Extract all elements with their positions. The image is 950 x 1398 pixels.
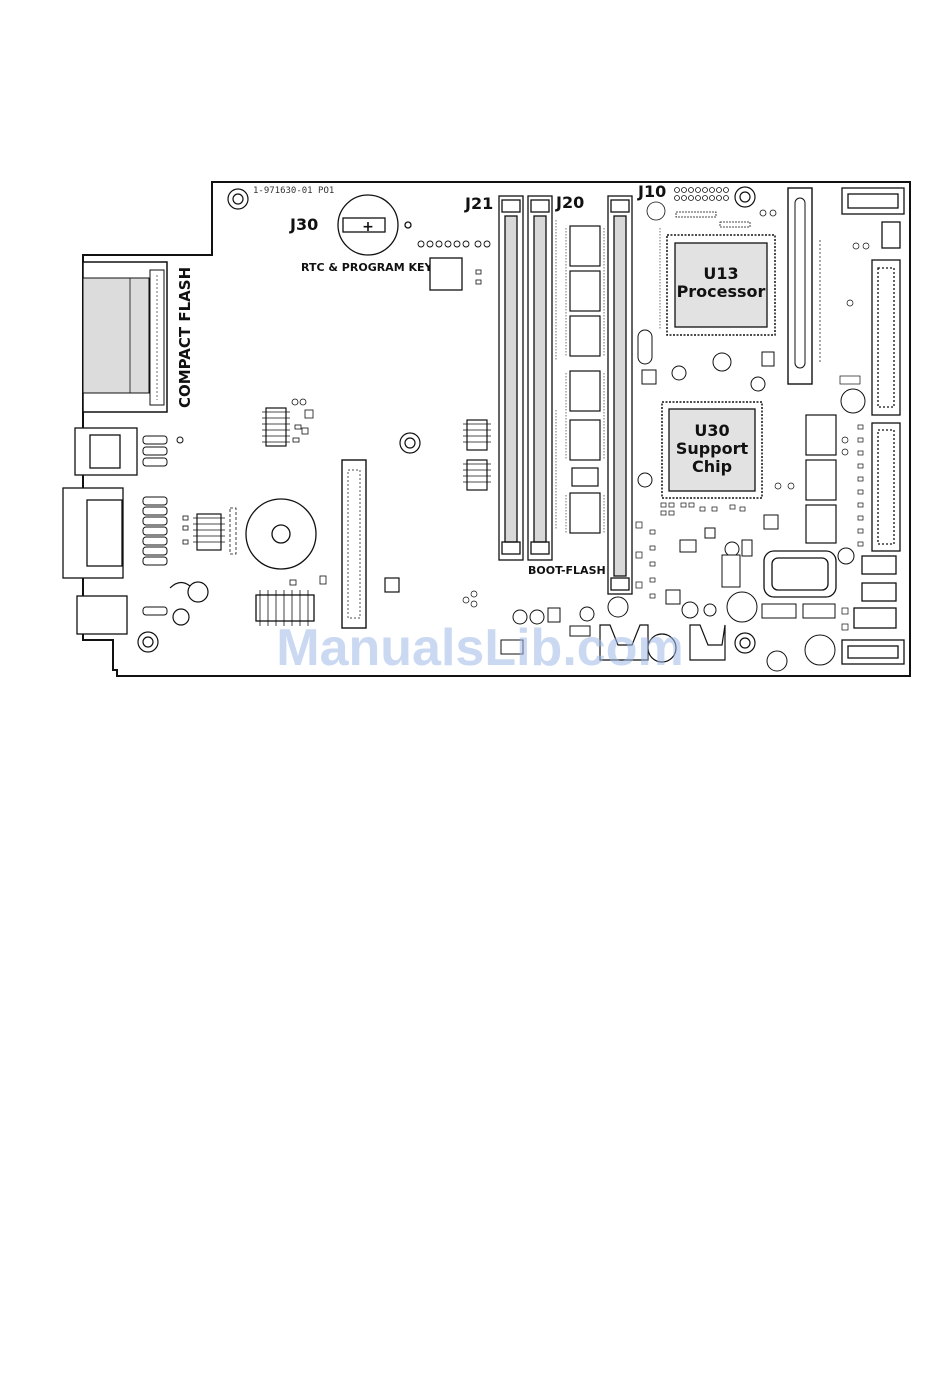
part-number-text: 1-971630-01 PO1 bbox=[253, 186, 334, 196]
program-key-chip bbox=[430, 258, 462, 290]
watermark-text: ManualsLib.com bbox=[276, 619, 683, 677]
serial-connector bbox=[63, 488, 123, 578]
j20-label: J20 bbox=[555, 193, 584, 212]
u30-sublabel-2: Chip bbox=[692, 457, 732, 476]
soic-chip bbox=[256, 595, 314, 621]
rtc-program-key-label: RTC & PROGRAM KEY bbox=[301, 261, 434, 274]
usb-connector bbox=[77, 596, 127, 634]
u13-sublabel: Processor bbox=[677, 282, 766, 301]
compact-flash-slot bbox=[83, 262, 167, 412]
u30-label: U30 bbox=[694, 421, 729, 440]
parallel-connector bbox=[342, 460, 366, 628]
j30-label: J30 bbox=[289, 215, 318, 234]
j21-label: J21 bbox=[464, 194, 493, 213]
board-outline bbox=[83, 182, 910, 676]
right-memory-chips bbox=[806, 415, 836, 543]
svg-text:+: + bbox=[362, 219, 374, 235]
boot-flash-label: BOOT-FLASH bbox=[528, 564, 606, 577]
inductor bbox=[764, 551, 836, 597]
u30-sublabel-1: Support bbox=[676, 439, 749, 458]
u13-label: U13 bbox=[703, 264, 738, 283]
j10-label: J10 bbox=[637, 182, 666, 201]
compact-flash-label: COMPACT FLASH bbox=[176, 267, 194, 408]
